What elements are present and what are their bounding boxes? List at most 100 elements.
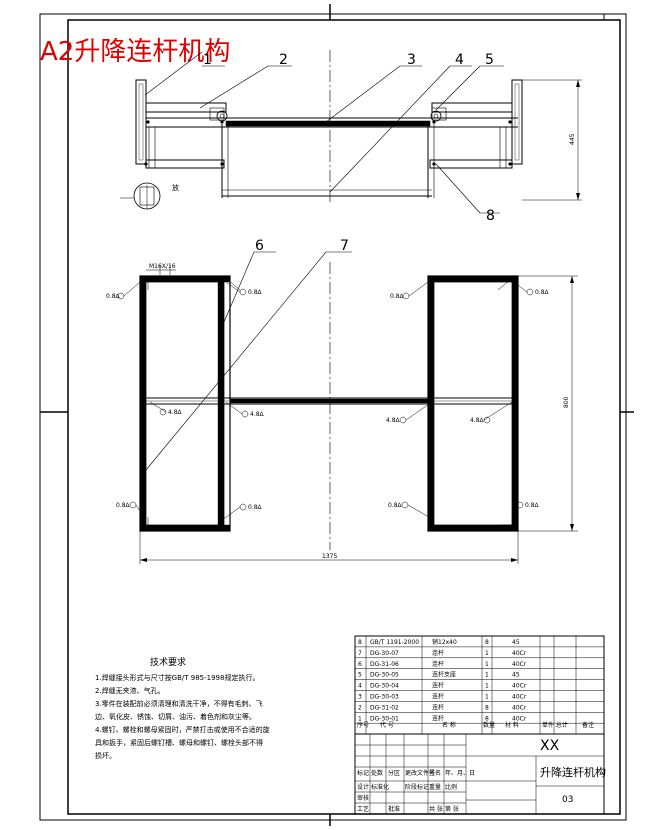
weld-tr: 0.8∆ — [248, 289, 263, 296]
bom-cell-qty: 1 — [485, 650, 489, 657]
section-note: M16X/16 — [149, 263, 176, 270]
bom-cell-code: DG-30-07 — [370, 650, 399, 657]
weld-rbl: 0.8∆ — [388, 502, 403, 509]
balloon-5: 5 — [485, 52, 494, 68]
bom-cell-name: 连杆 — [432, 693, 444, 701]
bom-cell-name: 连杆 — [432, 703, 444, 711]
title-block-row-label: 分区 — [388, 769, 400, 777]
bom-cell-no: 1 — [358, 715, 362, 722]
tech-line-2: 2.焊缝无夹渣、气孔。 — [95, 686, 165, 695]
bom-cell-qty: 1 — [485, 694, 489, 701]
balloon-7: 7 — [340, 238, 349, 254]
balloon-3: 3 — [407, 52, 416, 68]
bom-cell-no: 3 — [358, 694, 362, 701]
bom-header-no: 序号 — [357, 721, 369, 729]
bom-cell-mat: 45 — [512, 639, 520, 646]
balloon-2: 2 — [279, 52, 288, 68]
weld-rtr: 0.8∆ — [535, 289, 550, 296]
title-block-row-label: 更改文件号 — [405, 769, 435, 777]
bom-cell-code: DG-30-01 — [370, 715, 399, 722]
bom-cell-mat: 40Cr — [512, 715, 527, 722]
bom-cell-name: 连杆 — [432, 682, 444, 690]
bom-cell-code: DG-30-05 — [370, 672, 399, 679]
bom-cell-no: 8 — [358, 639, 362, 646]
tech-title: 技术要求 — [150, 656, 186, 668]
bom-cell-code: DG-30-04 — [370, 683, 399, 690]
bom-cell-code: DG-31-02 — [370, 704, 399, 711]
title-block-labels: 标记处数分区更改文件号签名年、月、日设计标准化阶段标记重量比例审核工艺批准共 张… — [357, 769, 475, 813]
weld-ml: 4.8∆ — [168, 409, 183, 416]
bom-header-note: 备注 — [582, 721, 594, 729]
bom-cell-mat: 40Cr — [512, 661, 527, 668]
bom-cell-code: DG-30-03 — [370, 694, 399, 701]
tech-line-7: 损坏。 — [95, 751, 116, 760]
balloon-6: 6 — [255, 238, 264, 254]
bom-header-mat: 材 料 — [505, 721, 519, 729]
balloon-8: 8 — [486, 208, 495, 224]
dim-front-height: 800 — [563, 396, 570, 408]
tech-line-1: 1.焊缝接头形式与尺寸按GB/T 985-1998规定执行。 — [95, 673, 259, 682]
bom-cell-no: 5 — [358, 672, 362, 679]
bom-cell-qty: 1 — [485, 683, 489, 690]
bom-cell-name: 连杆支座 — [432, 671, 456, 679]
balloon-4: 4 — [455, 52, 464, 68]
bom-cell-no: 2 — [358, 704, 362, 711]
bom-cell-qty: 8 — [485, 704, 489, 711]
title-block-approve-label: 共 张 — [429, 805, 443, 813]
title-block-drawing-no: 03 — [562, 795, 573, 805]
bom-cell-no: 7 — [358, 650, 362, 657]
bom-header-wt: 单件 总计 — [542, 721, 568, 729]
bom-cell-mat: 40Cr — [512, 704, 527, 711]
tech-line-4: 边、氧化皮、锈蚀、切屑、油污、着色剂和灰尘等。 — [95, 712, 256, 721]
outer-border — [39, 13, 627, 821]
title-block-sign-label: 重量 — [429, 783, 441, 791]
bom-header-code: 代 号 — [380, 721, 394, 729]
front-view — [117, 262, 578, 564]
bom-cell-qty: 1 — [485, 661, 489, 668]
weld-rmr: 4.8∆ — [470, 417, 485, 424]
tech-line-5: 4.螺钉、螺栓和螺母紧固时，严禁打击或使用不合适的旋 — [95, 725, 270, 734]
bom-header-qty: 数量 — [483, 721, 495, 729]
title-block-owner: XX — [540, 738, 560, 754]
tech-lines: 1.焊缝接头形式与尺寸按GB/T 985-1998规定执行。 2.焊缝无夹渣、气… — [95, 673, 270, 760]
title-block-sign-label: 阶段标记 — [405, 783, 429, 791]
title-block-row-label: 签名 — [429, 769, 441, 777]
title-block-row-label: 年、月、日 — [445, 769, 475, 777]
title-block-sign-label: 标准化 — [371, 783, 389, 791]
title-block-row-label: 标记 — [357, 769, 369, 777]
leader-lines — [144, 51, 504, 471]
weld-mr: 4.8∆ — [250, 411, 265, 418]
weld-bl: 0.8∆ — [116, 502, 131, 509]
title-block-approve-label: 批准 — [388, 805, 400, 813]
bom-cell-name: 销12x40 — [432, 638, 457, 646]
tech-line-3: 3.零件在装配前必须清理和清洗干净，不得有毛刺、飞 — [95, 699, 263, 708]
bom-cell-mat: 45 — [512, 672, 520, 679]
detail-note: 放 — [172, 183, 179, 192]
tech-line-6: 具和扳手，紧固后螺钉槽、螺母和螺钉、螺栓头部不得 — [95, 738, 263, 747]
title-block-drawing-name: 升降连杆机构 — [540, 765, 606, 779]
bom-cell-qty: 1 — [485, 672, 489, 679]
bom-cell-code: DG-31-06 — [370, 661, 399, 668]
title-block-approve-label: 工艺 — [357, 805, 369, 813]
bom-cell-no: 4 — [358, 683, 362, 690]
bom-cell-mat: 40Cr — [512, 694, 527, 701]
weld-tl: 0.8∆ — [106, 293, 121, 300]
bom-cell-name: 连杆 — [432, 649, 444, 657]
dim-front-width: 1375 — [322, 553, 337, 560]
bom-header-name: 名 称 — [442, 721, 456, 729]
bom-cell-mat: 40Cr — [512, 683, 527, 690]
inner-border — [67, 19, 621, 815]
title-block-review-label: 审核 — [357, 794, 369, 802]
weld-rtl: 0.8∆ — [390, 293, 405, 300]
weld-br: 0.8∆ — [248, 504, 263, 511]
title-block-sign-label: 设计 — [357, 783, 369, 791]
balloon-1: 1 — [203, 52, 212, 68]
bom-cell-no: 6 — [358, 661, 362, 668]
bom-cell-qty: 8 — [485, 715, 489, 722]
bom-cell-code: GB/T 1191-2000 — [370, 639, 419, 646]
drawing-title: A2升降连杆机构 — [40, 37, 230, 67]
title-block-sign-label: 比例 — [445, 783, 457, 791]
weld-rbr: 0.8∆ — [525, 502, 540, 509]
